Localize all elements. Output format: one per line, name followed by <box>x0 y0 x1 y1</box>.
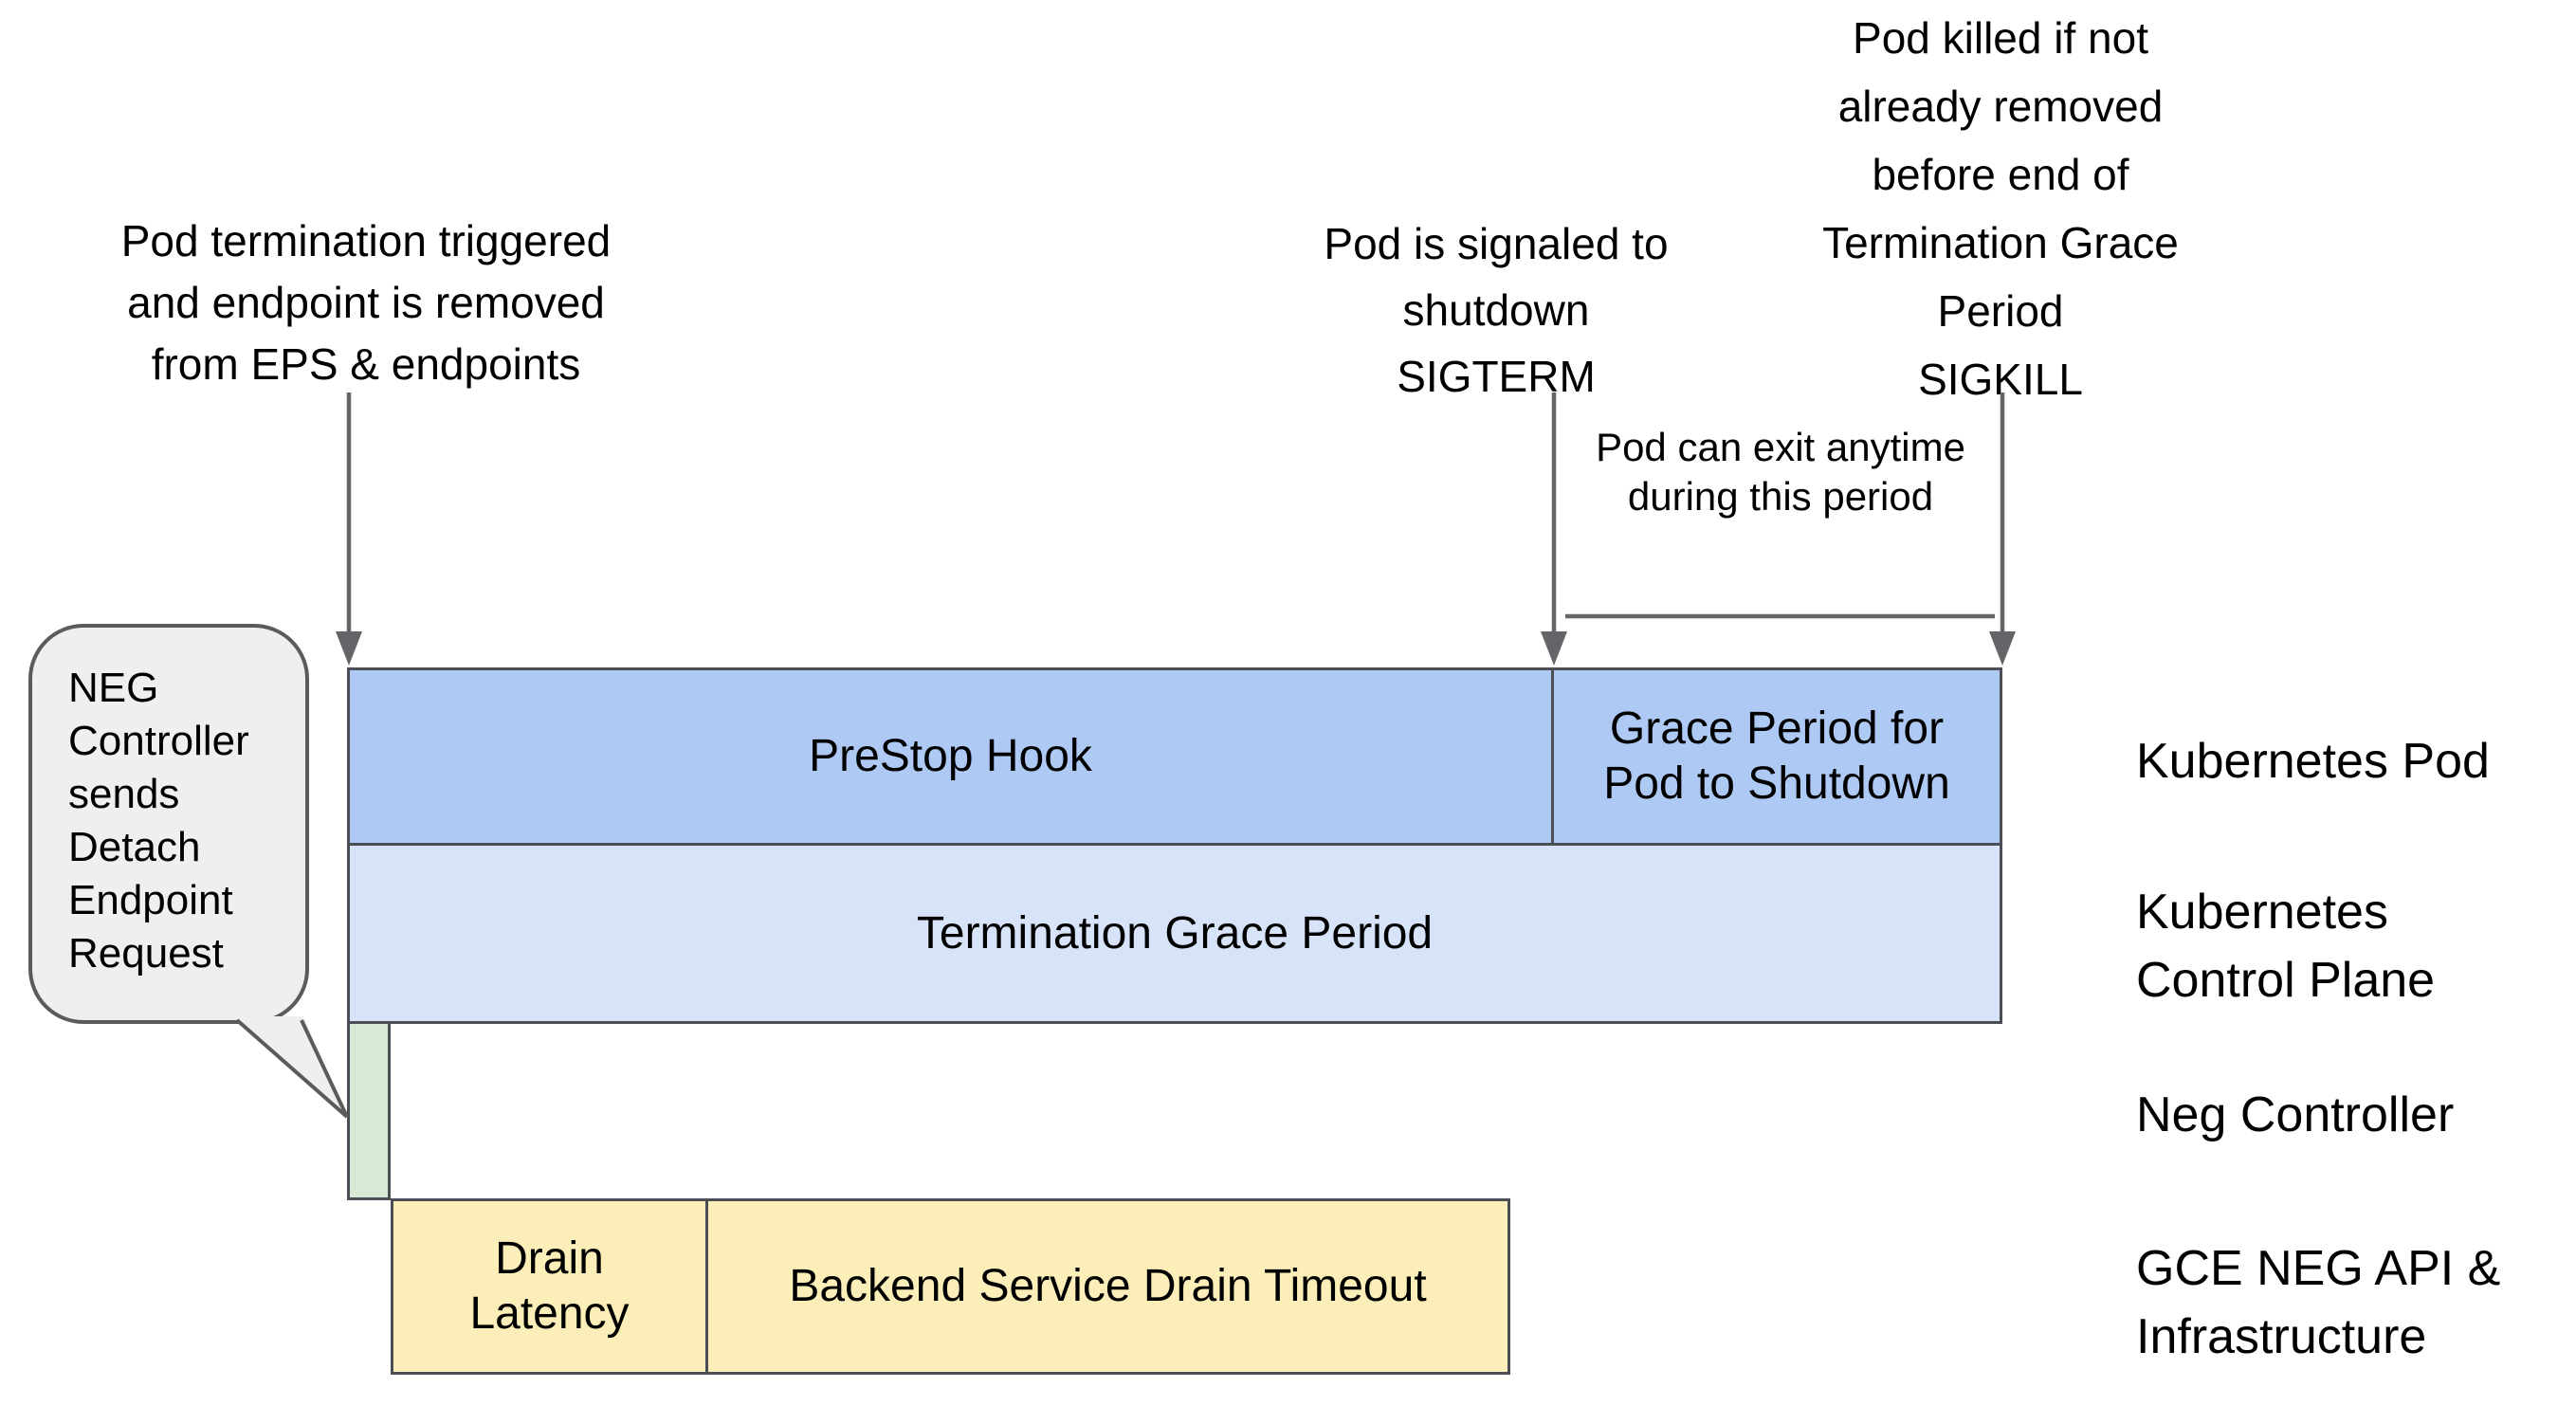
lane-label-neg-controller: Neg Controller <box>2136 1087 2455 1142</box>
bar-prestop-hook: PreStop Hook <box>347 667 1554 846</box>
bar-backend-service-drain-timeout: Backend Service Drain Timeout <box>708 1198 1510 1375</box>
bar-drain-latency: Drain Latency <box>391 1198 708 1375</box>
bar-grace-period-label: Grace Period for Pod to Shutdown <box>1603 703 1950 809</box>
bar-termination-grace-period: Termination Grace Period <box>347 846 2002 1024</box>
bar-backend-service-drain-timeout-label: Backend Service Drain Timeout <box>789 1261 1427 1311</box>
neg-controller-callout-text: NEG Controller sends Detach Endpoint Req… <box>68 665 249 977</box>
annotation-sigkill: Pod killed if not already removed before… <box>1822 13 2179 404</box>
neg-controller-callout-bubble: NEG Controller sends Detach Endpoint Req… <box>28 624 309 1024</box>
lane-label-kubernetes-pod: Kubernetes Pod <box>2136 734 2490 789</box>
bar-drain-latency-label: Drain Latency <box>469 1233 630 1339</box>
annotation-pod-can-exit-anytime: Pod can exit anytime during this period <box>1596 425 1965 519</box>
annotation-sigterm: Pod is signaled to shutdown SIGTERM <box>1324 219 1669 401</box>
callout-tail <box>235 1016 349 1119</box>
lane-label-gce-neg-api-infrastructure: GCE NEG API & Infrastructure <box>2136 1241 2501 1364</box>
annotation-pod-termination-triggered: Pod termination triggered and endpoint i… <box>120 216 612 389</box>
bar-neg-detach-request <box>347 1024 391 1200</box>
arrow-termination-trigger-icon <box>336 393 362 666</box>
bar-termination-grace-period-label: Termination Grace Period <box>916 907 1434 959</box>
lane-label-kubernetes-control-plane: Kubernetes Control Plane <box>2136 885 2436 1008</box>
bar-prestop-hook-label: PreStop Hook <box>809 731 1092 781</box>
bar-grace-period-pod-shutdown: Grace Period for Pod to Shutdown <box>1554 667 2002 846</box>
